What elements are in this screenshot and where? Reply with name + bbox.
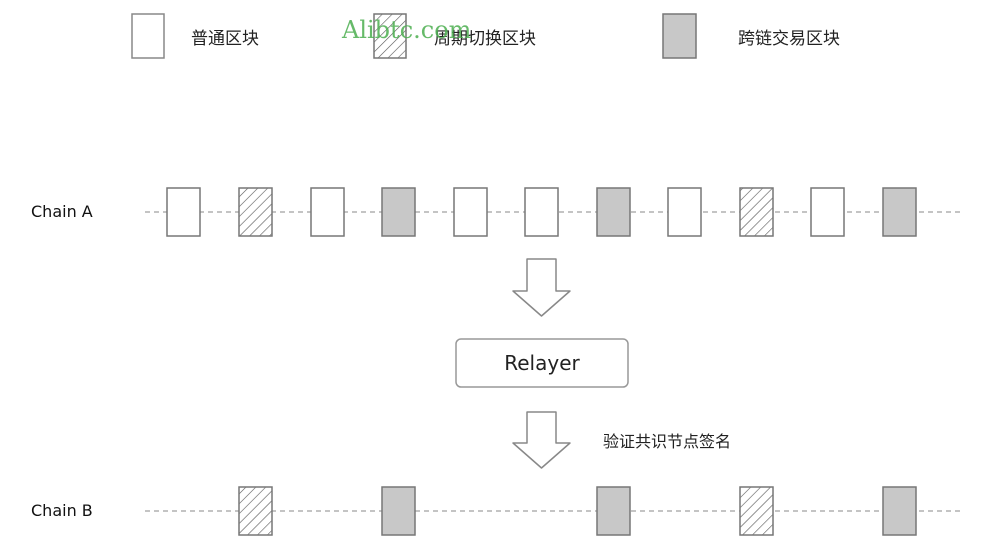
verify-signature-note: 验证共识节点签名 [603, 432, 731, 451]
down-arrow-icon [512, 258, 571, 317]
chain-a-block-cross [381, 187, 416, 237]
relayer-box [455, 338, 629, 388]
legend-hatched-block [373, 13, 407, 59]
down-arrow-icon [512, 411, 571, 469]
chain-a-block-normal [166, 187, 201, 237]
chain-a-block-normal [524, 187, 559, 237]
watermark-text: Alibtc.com [341, 16, 472, 44]
legend-normal-label: 普通区块 [191, 29, 259, 49]
chain-a-blocks [166, 187, 917, 237]
legend-cross-block [662, 13, 697, 59]
chain-a-block-normal [310, 187, 345, 237]
chain-a-block-normal [453, 187, 488, 237]
chain-b-blocks [238, 486, 917, 536]
legend-hatched-label: 周期切换区块 [434, 29, 536, 49]
chain-b-block-cross [381, 486, 416, 536]
chain-a-block-normal [667, 187, 702, 237]
legend-normal-block [131, 13, 165, 59]
chain-a-label: Chain A [31, 202, 93, 221]
chain-a-block-hatched [238, 187, 273, 237]
chain-b-block-hatched [739, 486, 774, 536]
legend: 普通区块 周期切换区块 跨链交易区块 [131, 13, 840, 59]
chain-b-block-hatched [238, 486, 273, 536]
chain-a-block-cross [882, 187, 917, 237]
chain-b-label: Chain B [31, 501, 93, 520]
chain-a-block-cross [596, 187, 631, 237]
legend-cross-label: 跨链交易区块 [738, 29, 840, 49]
chain-a-block-normal [810, 187, 845, 237]
relayer-label: Relayer [504, 351, 580, 375]
chain-a-block-hatched [739, 187, 774, 237]
chain-b-block-cross [882, 486, 917, 536]
chain-b-block-cross [596, 486, 631, 536]
